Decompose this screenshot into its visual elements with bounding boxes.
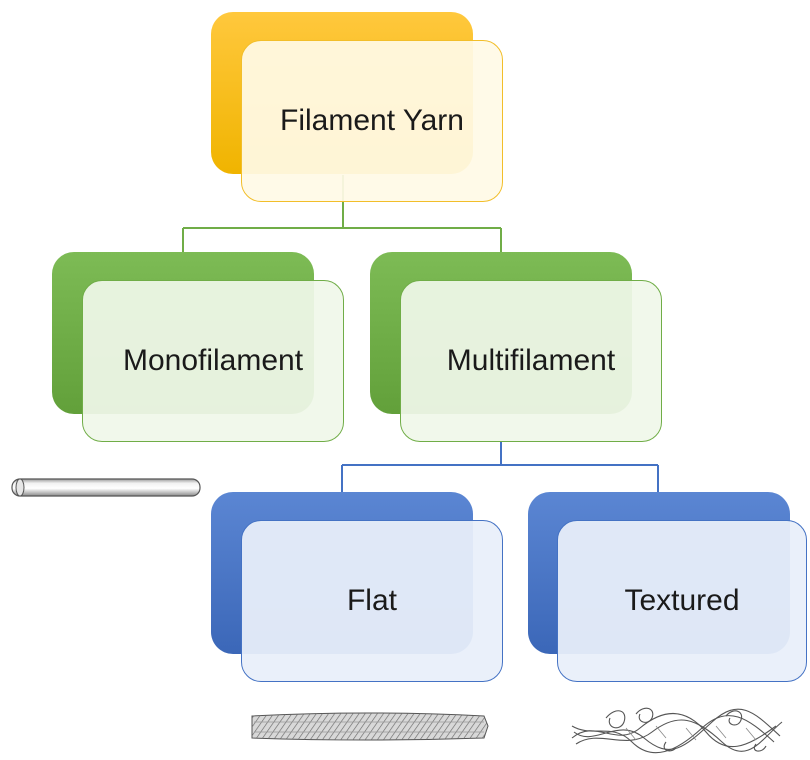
node-flat-box: Flat — [241, 520, 503, 682]
node-filament-yarn-label: Filament Yarn — [280, 104, 464, 137]
node-flat-label: Flat — [346, 584, 397, 617]
monofilament-rod-image — [11, 478, 201, 497]
node-textured-label: Textured — [624, 584, 740, 617]
node-textured-box: Textured — [557, 520, 807, 682]
node-monofilament-label: Monofilament — [122, 344, 304, 377]
node-multifilament-label: Multifilament — [446, 344, 616, 377]
textured-yarn-image — [571, 707, 783, 754]
node-filament-yarn-box: Filament Yarn — [241, 40, 503, 202]
node-multifilament-box: Multifilament — [400, 280, 662, 442]
node-monofilament-box: Monofilament — [82, 280, 344, 442]
flat-yarn-image — [251, 712, 489, 741]
